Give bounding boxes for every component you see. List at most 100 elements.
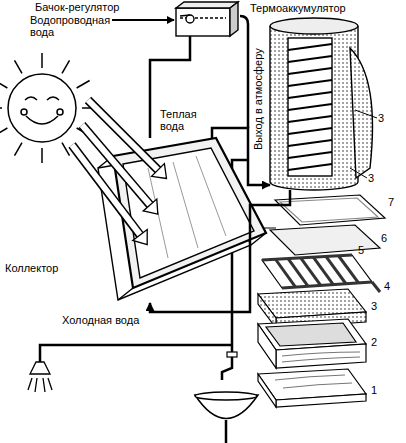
exploded-collector-layers <box>276 394 366 407</box>
node-outline <box>288 152 332 158</box>
node-label: Коллектор <box>5 262 58 274</box>
node-outline <box>180 15 190 16</box>
hot-supply-pipe <box>40 345 232 362</box>
node-outline <box>176 8 230 36</box>
node-outline <box>173 162 198 248</box>
sun <box>0 53 97 163</box>
exploded-collector-layers <box>301 258 321 286</box>
sun <box>21 109 27 115</box>
exploded-collector-layers <box>313 257 333 284</box>
node-outline <box>113 138 266 288</box>
sink <box>195 395 258 419</box>
sun <box>62 143 70 156</box>
exploded-collector-layers <box>276 312 366 328</box>
node-outline <box>270 18 373 190</box>
exploded-collector-layers <box>258 294 276 328</box>
node-outline <box>270 26 358 190</box>
exploded-collector-layers <box>275 375 352 388</box>
node-label: Бачок-регулятор <box>35 1 119 13</box>
sun <box>0 107 2 109</box>
node-outline <box>288 38 332 176</box>
sun <box>41 148 43 163</box>
exploded-collector-layers <box>276 344 366 368</box>
shower-head <box>28 362 52 392</box>
exploded-collector-layers <box>275 195 385 225</box>
sink <box>195 392 257 400</box>
exploded-collector-layers <box>282 282 372 288</box>
callout-number: 3 <box>368 172 374 184</box>
annotation: Выход в атмосферу <box>252 48 264 150</box>
sun <box>0 81 7 89</box>
sun <box>15 143 23 156</box>
exploded-collector-layers <box>258 289 366 318</box>
pipe-label: Холодная вода <box>62 314 139 326</box>
node-outline <box>288 140 332 146</box>
exploded-collector-layers <box>262 255 372 288</box>
node-outline <box>270 18 358 190</box>
node-outline <box>88 138 268 303</box>
exploded-collector-layers <box>288 259 308 287</box>
exploded-collector-layers <box>276 259 296 287</box>
callout-number: 3 <box>378 112 384 124</box>
callout-number: 1 <box>371 384 377 396</box>
node-outline <box>98 138 266 300</box>
shower-head <box>30 362 50 374</box>
exploded-collector-layers <box>262 255 352 260</box>
sink <box>195 392 258 443</box>
node-outline <box>98 156 113 168</box>
node-outline <box>270 18 358 34</box>
vent-pipe <box>240 16 248 128</box>
sun <box>15 60 23 73</box>
sun <box>77 128 90 136</box>
node-outline <box>288 56 332 62</box>
sun <box>26 116 58 124</box>
sun <box>25 97 37 100</box>
shower-head <box>48 378 52 390</box>
sun <box>57 109 63 115</box>
sun <box>47 97 59 100</box>
water-pipe <box>212 128 270 185</box>
node-label: Термоаккумулятор <box>250 2 346 14</box>
node-outline <box>288 104 332 110</box>
callout-number: 2 <box>371 336 377 348</box>
sun <box>0 128 7 136</box>
node-outline <box>148 156 226 258</box>
equipment-node: Коллектор <box>88 138 268 303</box>
exploded-collector-layers <box>266 323 356 346</box>
exploded-collector-layers <box>258 195 385 407</box>
equipment-node: Термоаккумулятор <box>270 18 358 190</box>
sun <box>82 107 97 109</box>
node-outline <box>148 168 168 258</box>
callout-number: 3 <box>371 300 377 312</box>
exploded-collector-layers <box>282 352 360 362</box>
sink <box>225 420 228 443</box>
node-outline <box>230 2 238 36</box>
shower-head <box>43 378 45 392</box>
shower-head <box>28 378 32 390</box>
exploded-collector-layers <box>339 256 359 283</box>
node-outline <box>186 15 194 23</box>
node-outline <box>288 164 332 170</box>
exploded-collector-layers <box>326 256 346 283</box>
water-inlet-pipe <box>112 19 174 21</box>
exploded-collector-layers <box>258 369 366 400</box>
node-outline <box>288 80 332 86</box>
pipe-label: Теплая вода <box>160 108 208 132</box>
equipment-node: Бачок-регулятор <box>176 2 238 36</box>
hot-supply-pipe <box>227 352 237 357</box>
exploded-collector-layers <box>372 282 380 292</box>
node-outline <box>350 48 373 178</box>
vent-pipe <box>240 16 248 128</box>
node-outline <box>288 128 332 134</box>
exploded-collector-layers <box>258 324 276 368</box>
callout-number: 5 <box>358 244 364 256</box>
node-outline <box>123 148 254 278</box>
water-pipe <box>150 190 290 312</box>
node-outline <box>176 2 238 36</box>
node-outline <box>288 44 332 50</box>
node-outline <box>288 92 332 98</box>
node-outline <box>176 2 238 36</box>
annotation: Водопроводная вода <box>30 14 112 38</box>
shower-head <box>35 378 37 392</box>
